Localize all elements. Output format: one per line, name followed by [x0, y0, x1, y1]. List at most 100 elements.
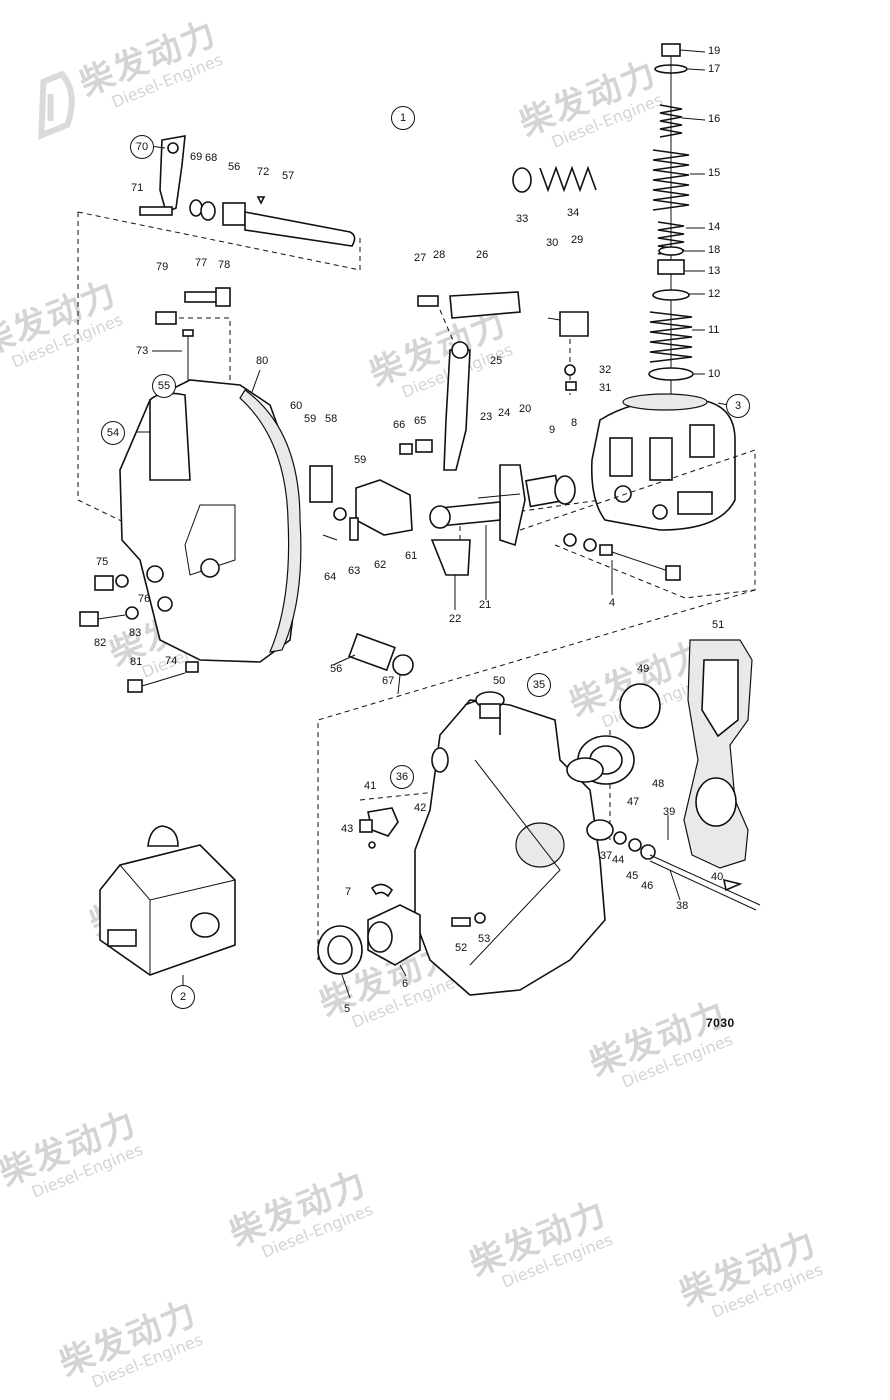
callout: 22 [449, 613, 462, 625]
callout: 6 [402, 978, 409, 990]
callout: 52 [455, 942, 468, 954]
leader-lines [136, 49, 729, 999]
callout: 45 [626, 870, 639, 882]
callout: 40 [711, 871, 724, 883]
washer-45 [628, 838, 642, 852]
callout: 23 [480, 411, 493, 423]
callout: 62 [374, 559, 387, 571]
callout: 73 [136, 345, 149, 357]
shaft-38-edge [649, 860, 757, 911]
callout: 49 [637, 663, 650, 675]
callout: 11 [708, 324, 720, 336]
callout: 71 [131, 182, 144, 194]
callout: 75 [96, 556, 109, 568]
circled-label: 2 [171, 985, 195, 1009]
callout: 83 [129, 627, 142, 639]
cap-67 [392, 654, 414, 676]
callout: 69 [190, 151, 203, 163]
callout: 4 [609, 597, 616, 609]
washer-46 [640, 844, 656, 860]
washer-53 [474, 912, 486, 924]
circled-label: 70 [130, 135, 154, 159]
circled-label: 35 [527, 673, 551, 697]
flange-6-bore [367, 921, 393, 953]
callout: 25 [490, 355, 503, 367]
screw-77 [184, 291, 218, 303]
screw-52 [451, 917, 471, 927]
callout: 43 [341, 823, 354, 835]
callout: 14 [708, 221, 721, 233]
control-box [99, 825, 236, 976]
circled-label: 3 [726, 394, 750, 418]
callout: 39 [663, 806, 676, 818]
callout: 17 [708, 63, 721, 75]
callout: 47 [627, 796, 640, 808]
callout: 38 [676, 900, 689, 912]
callout: 30 [546, 237, 559, 249]
callout: 53 [478, 933, 491, 945]
callout: 46 [641, 880, 654, 892]
callout: 74 [165, 655, 178, 667]
bolt-head-73 [182, 329, 194, 337]
callout: 19 [708, 45, 721, 57]
screw-82 [97, 614, 126, 620]
nut-78 [215, 287, 231, 307]
callout: 10 [708, 368, 721, 380]
callout: 21 [479, 599, 492, 611]
callout: 31 [599, 382, 612, 394]
callout: 15 [708, 167, 721, 179]
callout: 61 [405, 550, 418, 562]
washer-83 [125, 606, 139, 620]
callout: 50 [493, 675, 506, 687]
nut-41 [359, 819, 373, 833]
circled-label: 54 [101, 421, 125, 445]
clip-7 [370, 883, 394, 898]
nut-74 [185, 661, 199, 673]
callout: 29 [571, 234, 584, 246]
callout: 64 [324, 571, 337, 583]
governor-housing [590, 393, 736, 531]
callout: 59 [354, 454, 367, 466]
gasket-51-opening [701, 659, 739, 738]
callout: 5 [344, 1003, 351, 1015]
callout: 56 [228, 161, 241, 173]
governor-cover [119, 379, 302, 663]
circled-label: 55 [152, 374, 176, 398]
callout: 77 [195, 257, 208, 269]
callout: 13 [708, 265, 721, 277]
pump-housing [414, 691, 606, 996]
plug-79 [155, 311, 177, 325]
washer-44 [613, 831, 627, 845]
callout: 20 [519, 403, 532, 415]
callout: 16 [708, 113, 721, 125]
callout: 28 [433, 249, 446, 261]
callout: 37 [600, 850, 613, 862]
shaft-38 [649, 854, 761, 906]
callout: 65 [414, 415, 427, 427]
callout: 44 [612, 854, 625, 866]
callout: 82 [94, 637, 107, 649]
linkage-parts [309, 165, 681, 581]
callout: 27 [414, 252, 427, 264]
sleeve-37 [586, 819, 614, 841]
callout: 34 [567, 207, 580, 219]
washer-76a [115, 574, 129, 588]
callout: 51 [712, 619, 725, 631]
callout: 79 [156, 261, 169, 273]
callout: 56 [330, 663, 343, 675]
callout: 72 [257, 166, 270, 178]
callout: 12 [708, 288, 721, 300]
seal-47 [566, 757, 604, 783]
screw-81-head [127, 679, 143, 693]
callout: 63 [348, 565, 361, 577]
callout: 67 [382, 675, 395, 687]
lever-assembly [139, 135, 356, 247]
screw-82-head [79, 611, 99, 627]
callout: 68 [205, 152, 218, 164]
callout: 24 [498, 407, 511, 419]
callout: 18 [708, 244, 721, 256]
callout: 78 [218, 259, 231, 271]
callout: 8 [571, 417, 578, 429]
